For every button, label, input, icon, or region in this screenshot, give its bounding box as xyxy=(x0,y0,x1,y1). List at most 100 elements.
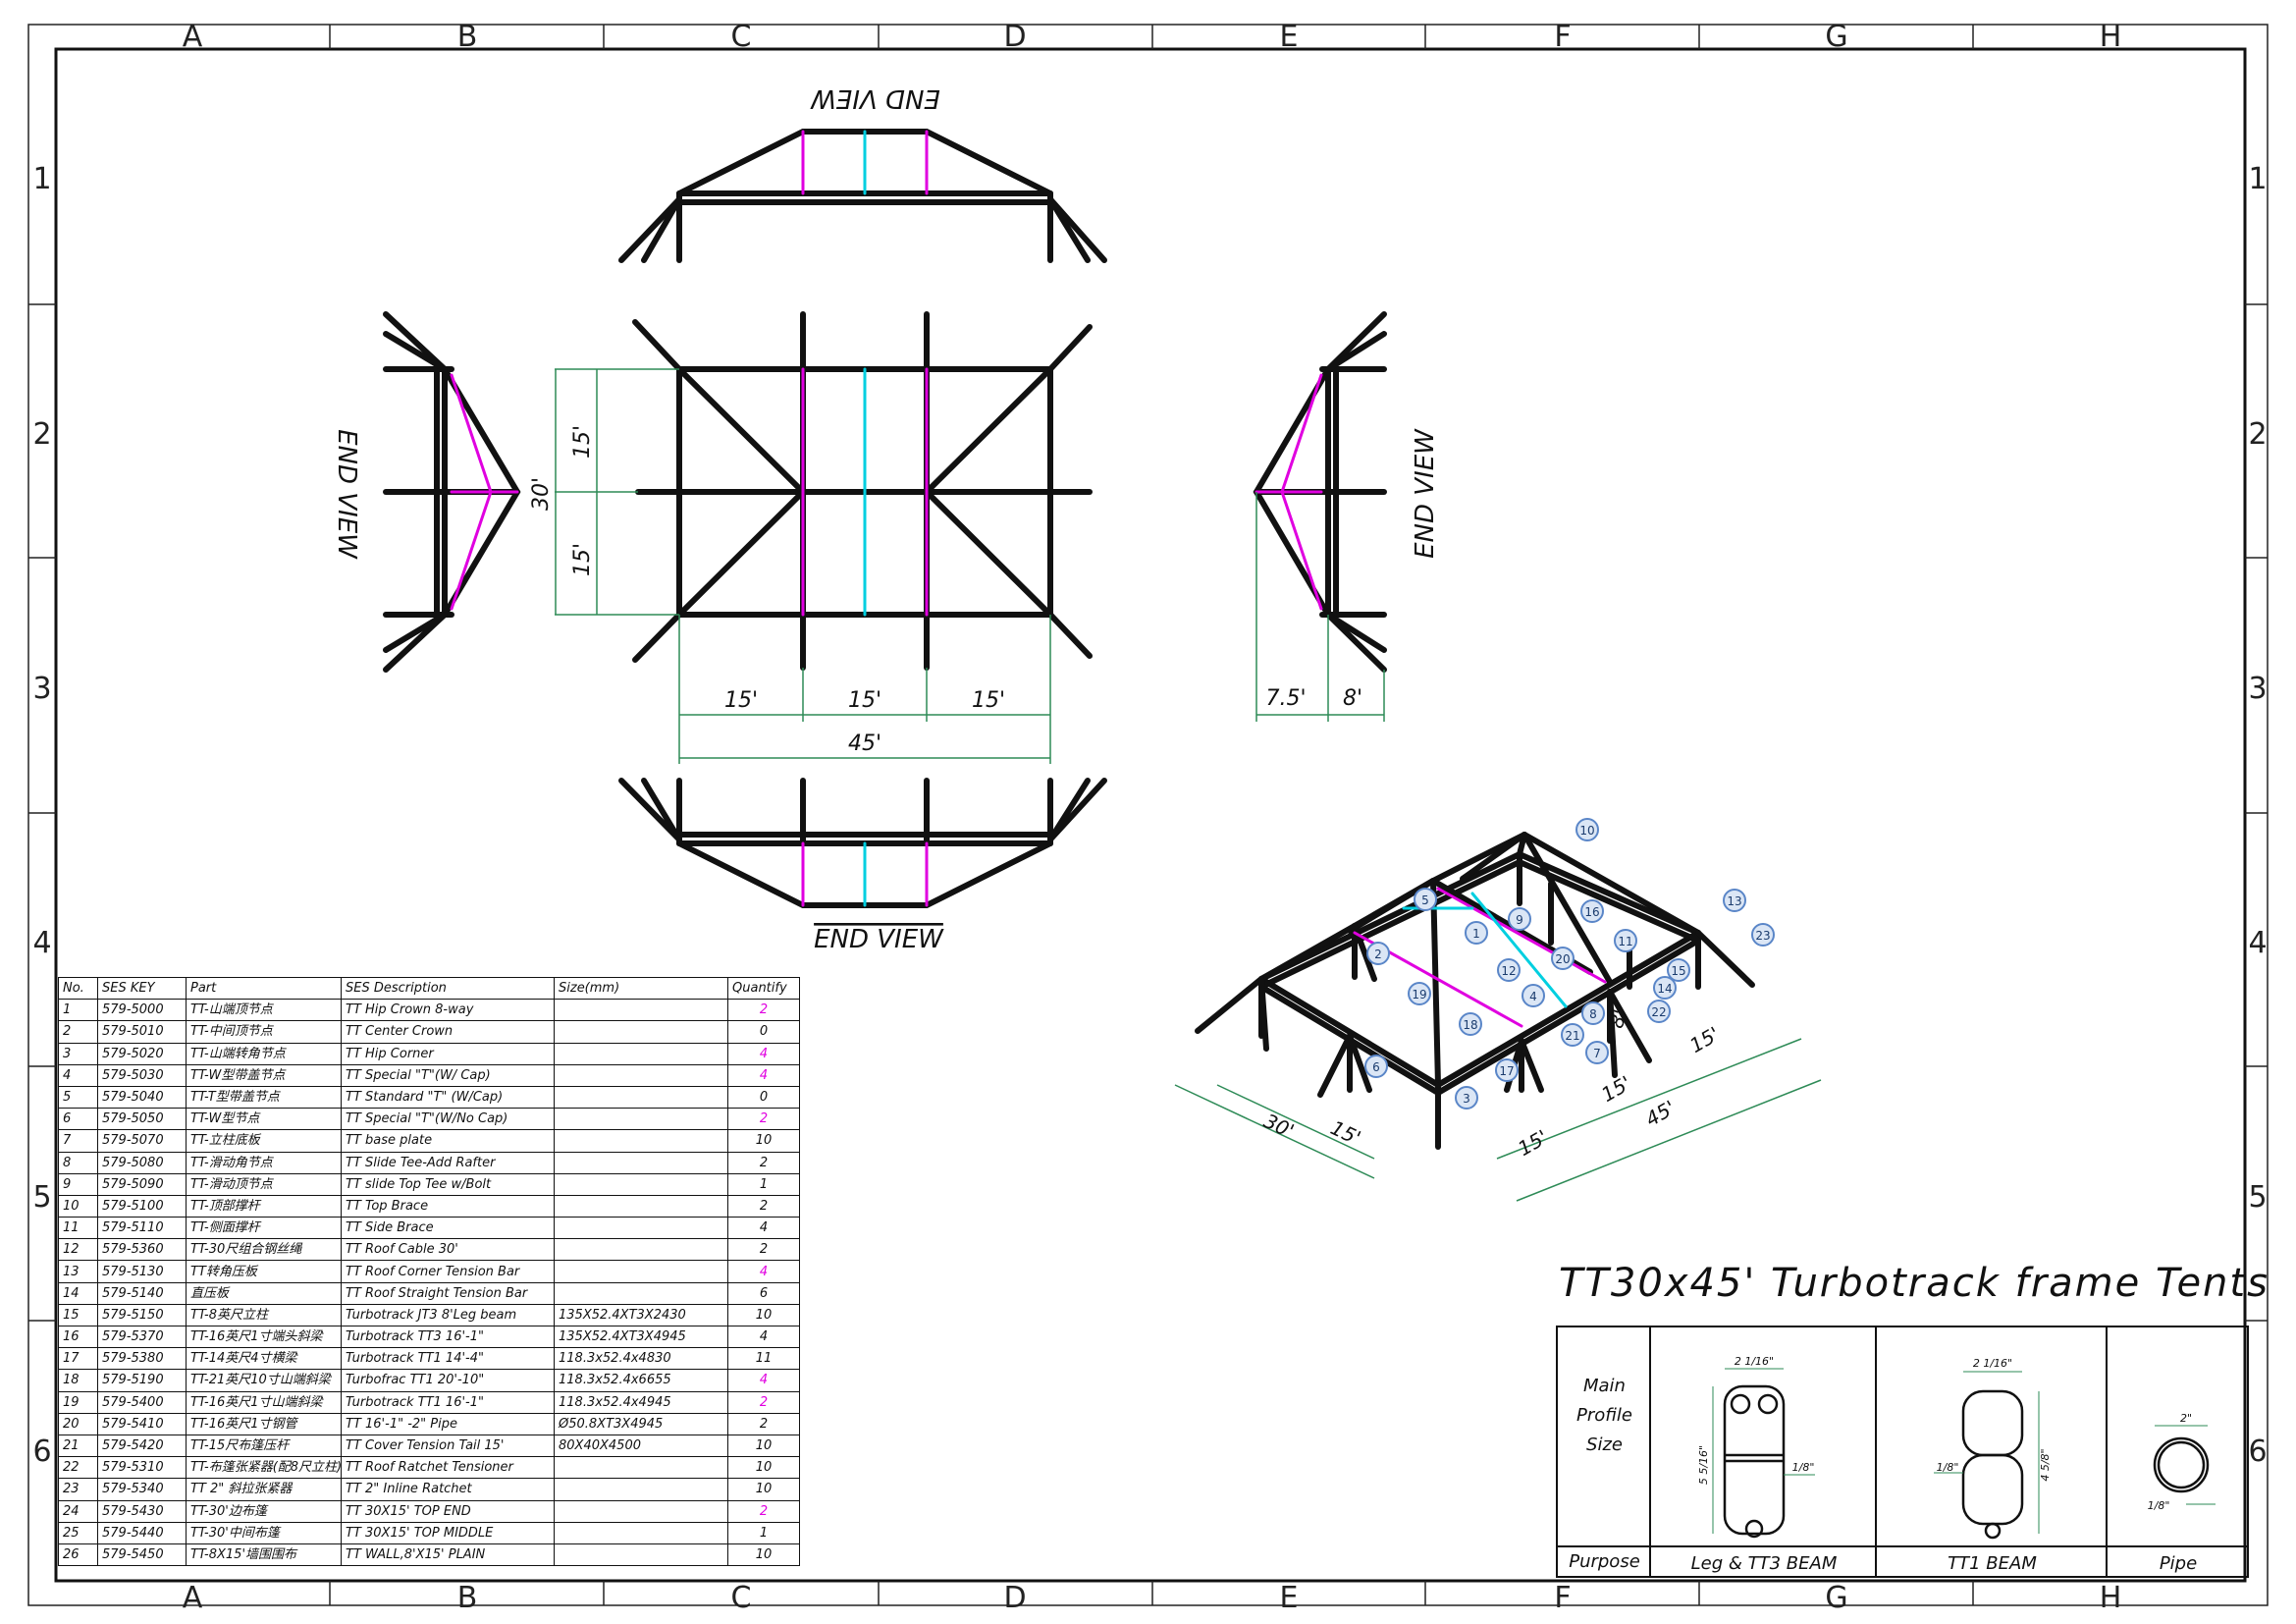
zone-col-c: C xyxy=(731,20,752,54)
bom-cell-no: 10 xyxy=(58,1194,98,1218)
pipe-wall-label: 1/8" xyxy=(2148,1499,2170,1512)
bom-cell-desc: TT Roof Straight Tension Bar xyxy=(341,1281,555,1305)
bom-header-key: SES KEY xyxy=(97,976,187,1001)
bom-header-desc: SES Description xyxy=(341,976,555,1001)
bom-cell-part: TT-16英尺1寸端头斜梁 xyxy=(186,1325,342,1349)
bom-cell-size xyxy=(554,1172,728,1196)
inner-border xyxy=(54,47,2247,1583)
bom-cell-key: 579-5080 xyxy=(97,1151,187,1174)
callout-20: 20 xyxy=(1551,947,1575,970)
tt1-profile-dims xyxy=(1934,1371,2040,1534)
callout-1: 1 xyxy=(1465,921,1488,945)
callout-7: 7 xyxy=(1585,1041,1609,1064)
dim-side-a: 7.5' xyxy=(1265,686,1306,711)
callout-18: 18 xyxy=(1459,1012,1482,1036)
bom-cell-qty: 2 xyxy=(727,1499,800,1523)
callout-8: 8 xyxy=(1581,1001,1605,1025)
bom-cell-no: 24 xyxy=(58,1499,98,1523)
svg-text:15: 15 xyxy=(1671,964,1685,978)
bom-cell-size xyxy=(554,1108,728,1131)
profile-box: Main Profile Size Purpose Leg & TT3 BEAM… xyxy=(1556,1326,2249,1578)
callout-16: 16 xyxy=(1580,899,1604,923)
dim-plan-length: 45' xyxy=(848,731,881,756)
svg-text:22: 22 xyxy=(1651,1005,1666,1019)
bom-cell-size: 118.3x52.4x4945 xyxy=(554,1390,728,1414)
svg-text:20: 20 xyxy=(1555,952,1570,966)
svg-text:4: 4 xyxy=(1529,990,1537,1003)
bom-cell-size xyxy=(554,1478,728,1501)
bom-header-qty: Quantify xyxy=(727,976,800,1001)
bom-cell-desc: TT Center Crown xyxy=(341,1020,555,1044)
callout-9: 9 xyxy=(1508,907,1531,931)
bom-cell-desc: TT Hip Corner xyxy=(341,1042,555,1065)
bom-header-no: No. xyxy=(58,976,98,1001)
bom-cell-no: 25 xyxy=(58,1521,98,1544)
bom-cell-qty: 2 xyxy=(727,1151,800,1174)
leg-height-label: 5 5/16" xyxy=(1697,1445,1710,1485)
callout-5: 5 xyxy=(1414,888,1437,911)
bom-cell-key: 579-5310 xyxy=(97,1456,187,1480)
bom-cell-desc: TT Roof Cable 30' xyxy=(341,1238,555,1262)
bom-cell-size xyxy=(554,1085,728,1110)
bom-cell-qty: 1 xyxy=(727,1521,800,1544)
bom-cell-qty: 2 xyxy=(727,1412,800,1435)
bom-cell-no: 2 xyxy=(58,1020,98,1044)
bom-cell-size: 135X52.4XT3X4945 xyxy=(554,1325,728,1349)
bom-cell-part: TT-中间顶节点 xyxy=(186,1020,342,1044)
bom-cell-part: TT-8英尺立柱 xyxy=(186,1303,342,1327)
bom-cell-key: 579-5400 xyxy=(97,1390,187,1414)
bom-cell-desc: TT WALL,8'X15' PLAIN xyxy=(341,1543,555,1567)
bom-cell-no: 4 xyxy=(58,1063,98,1087)
bom-cell-no: 9 xyxy=(58,1172,98,1196)
bom-cell-no: 1 xyxy=(58,999,98,1022)
svg-text:23: 23 xyxy=(1755,929,1770,943)
bom-cell-size xyxy=(554,1217,728,1240)
plan-dimensions xyxy=(555,368,1051,764)
drawing-title: TT30x45' Turbotrack frame Tents xyxy=(1559,1261,2269,1306)
bom-cell-desc: TT Slide Tee-Add Rafter xyxy=(341,1151,555,1174)
zone-col-a-bottom: A xyxy=(183,1581,203,1615)
plan-dim-labels: 15' 15' 30' 15' 15' 15' 45' xyxy=(529,425,1005,756)
svg-text:18: 18 xyxy=(1463,1018,1477,1032)
zone-col-d: D xyxy=(1003,20,1026,54)
bom-cell-desc: TT base plate xyxy=(341,1129,555,1153)
bom-cell-key: 579-5370 xyxy=(97,1325,187,1349)
svg-text:1: 1 xyxy=(1472,927,1480,941)
bom-cell-size xyxy=(554,1456,728,1480)
callout-15: 15 xyxy=(1667,958,1690,982)
bom-cell-key: 579-5340 xyxy=(97,1478,187,1501)
svg-text:2: 2 xyxy=(1374,947,1382,961)
bom-cell-key: 579-5070 xyxy=(97,1129,187,1153)
bom-cell-desc: TT Side Brace xyxy=(341,1217,555,1240)
bom-cell-part: TT-14英尺4寸横梁 xyxy=(186,1347,342,1371)
callout-11: 11 xyxy=(1614,929,1637,952)
bom-cell-size xyxy=(554,1238,728,1262)
bom-header-part: Part xyxy=(186,976,342,1001)
bom-cell-qty: 0 xyxy=(727,1085,800,1110)
svg-text:6: 6 xyxy=(1372,1060,1380,1074)
bom-cell-part: TT 2" 斜拉张紧器 xyxy=(186,1478,342,1501)
bom-cell-part: TT-T型带盖节点 xyxy=(186,1085,342,1110)
bom-cell-desc: TT Standard "T" (W/Cap) xyxy=(341,1085,555,1110)
bom-cell-part: TT-滑动角节点 xyxy=(186,1151,342,1174)
bom-cell-qty: 10 xyxy=(727,1456,800,1480)
tt1-height-label: 4 5/8" xyxy=(2039,1448,2052,1481)
bom-cell-no: 7 xyxy=(58,1129,98,1153)
dim-bay-3: 15' xyxy=(972,688,1005,713)
end-view-bottom-label: END VIEW xyxy=(814,925,944,954)
profile-leg-cell xyxy=(1651,1327,1877,1578)
bom-cell-desc: Turbotrack TT1 14'-4" xyxy=(341,1347,555,1371)
profile-header-cell xyxy=(1558,1327,1651,1578)
bom-cell-desc: Turbotrack JT3 8'Leg beam xyxy=(341,1303,555,1327)
bom-cell-key: 579-5360 xyxy=(97,1238,187,1262)
